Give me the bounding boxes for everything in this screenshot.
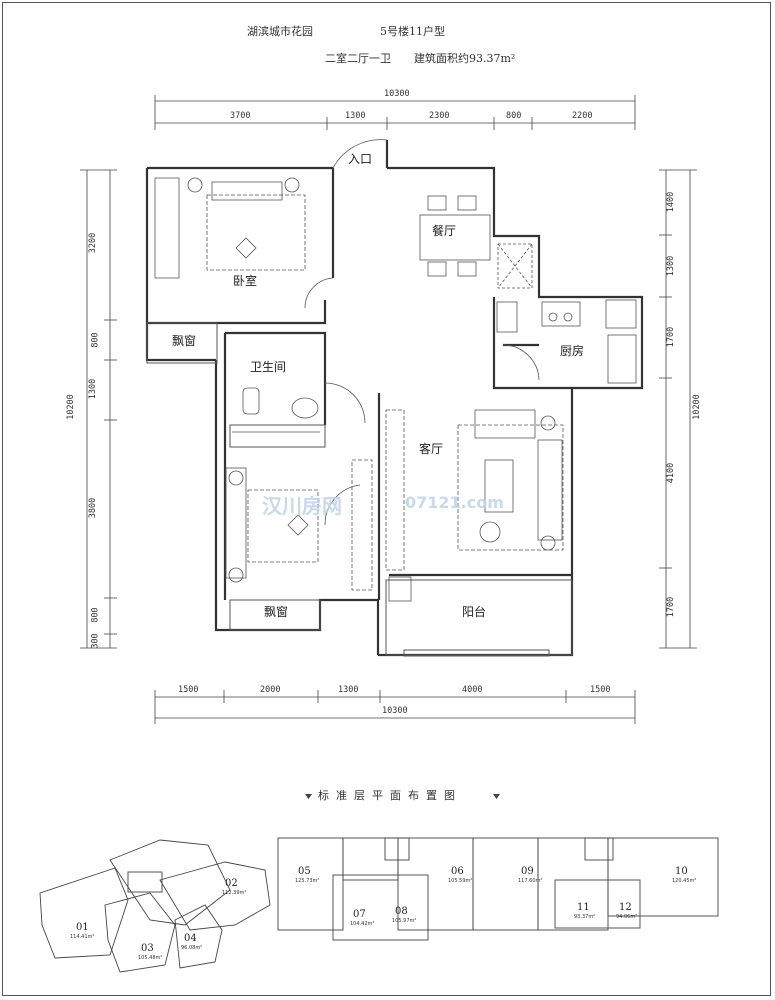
- room-dining: 餐厅: [432, 224, 457, 238]
- dining-table: [419, 195, 533, 289]
- unit-03: 03: [141, 943, 154, 954]
- dim-bottom-seg-5: 1500: [590, 685, 611, 695]
- watermark-text: 汉川房网: [262, 494, 342, 518]
- dimension-lines: [80, 95, 697, 724]
- unit-type: 5号楼11户型: [380, 25, 445, 38]
- unit-06: 06: [451, 866, 464, 877]
- unit-05-area: 125.73m²: [295, 878, 320, 884]
- dim-right-total: 10200: [691, 394, 702, 420]
- dim-top-seg-1: 3700: [230, 111, 251, 121]
- unit-11: 11: [577, 902, 590, 913]
- unit-10-area: 120.45m²: [672, 878, 697, 884]
- dim-right-seg-2: 1300: [666, 255, 677, 277]
- unit-01: 01: [76, 922, 89, 933]
- bathroom-fixtures: [232, 387, 320, 433]
- dim-right-seg-3: 1700: [666, 326, 677, 348]
- dim-left-seg-2: 800: [90, 332, 101, 348]
- unit-08-area: 105.97m²: [392, 918, 417, 924]
- walls-thin: [146, 322, 573, 657]
- room-bedroom-1: 卧室: [233, 274, 258, 288]
- doors: [304, 139, 540, 526]
- dim-left-total: 10200: [65, 394, 76, 420]
- living-room-furniture: [385, 409, 564, 602]
- dim-left-seg-4: 3800: [88, 497, 99, 519]
- dim-right-seg-5: 1700: [666, 596, 677, 618]
- watermark-url: 07121.com: [405, 493, 504, 512]
- unit-04-area: 96.08m²: [181, 945, 203, 951]
- dim-top-total: 10300: [384, 89, 410, 99]
- unit-07: 07: [353, 909, 366, 920]
- dim-bottom-seg-4: 4000: [462, 685, 483, 695]
- room-entrance: 入口: [348, 152, 373, 166]
- unit-02-area: 112.39m²: [222, 890, 247, 896]
- unit-08: 08: [395, 906, 408, 917]
- bedroom-1-furniture: [154, 177, 306, 279]
- room-living: 客厅: [419, 442, 444, 456]
- project-name: 湖滨城市花园: [247, 25, 313, 38]
- room-bathroom: 卫生间: [250, 360, 287, 374]
- dim-left-seg-1: 3200: [88, 232, 99, 254]
- dim-top-seg-3: 2300: [429, 111, 450, 121]
- dim-bottom-seg-2: 2000: [260, 685, 281, 695]
- dim-top-seg-5: 2200: [572, 111, 593, 121]
- dim-right-seg-1: 1400: [666, 191, 677, 213]
- unit-02: 02: [225, 878, 238, 889]
- room-balcony: 阳台: [462, 605, 487, 619]
- unit-05: 05: [298, 866, 311, 877]
- room-bay-window-2: 飘窗: [264, 605, 289, 619]
- unit-09: 09: [521, 866, 534, 877]
- unit-10: 10: [675, 866, 688, 877]
- walls: [145, 140, 644, 657]
- bedroom-2-furniture: [225, 459, 373, 591]
- site-plan-outline: [39, 837, 719, 973]
- room-bay-window-1: 飘窗: [172, 334, 197, 348]
- dim-bottom-total: 10300: [382, 706, 408, 716]
- dim-top-seg-2: 1300: [345, 111, 366, 121]
- unit-06-area: 105.59m²: [448, 878, 473, 884]
- unit-12-area: 94.06m²: [616, 914, 638, 920]
- floor-area: 建筑面积约93.37m²: [414, 52, 516, 65]
- unit-01-area: 114.41m²: [70, 934, 95, 940]
- caption-marker-right: [493, 794, 500, 799]
- dim-bottom-seg-1: 1500: [178, 685, 199, 695]
- dim-left-seg-3: 1300: [88, 378, 99, 400]
- unit-04: 04: [184, 933, 197, 944]
- dim-top-seg-4: 800: [506, 111, 522, 121]
- unit-03-area: 105.48m²: [138, 955, 163, 961]
- kitchen-fixtures: [496, 299, 637, 384]
- dim-left-seg-5: 800: [90, 607, 101, 623]
- unit-11-area: 93.37m²: [574, 914, 596, 920]
- unit-12: 12: [619, 902, 632, 913]
- unit-07-area: 104.42m²: [350, 921, 375, 927]
- site-plan-caption: 标准层平面布置图: [318, 789, 462, 802]
- room-kitchen: 厨房: [560, 344, 585, 358]
- dim-right-seg-4: 4100: [666, 462, 677, 484]
- caption-marker-left: [305, 794, 312, 799]
- unit-09-area: 117.60m²: [518, 878, 543, 884]
- layout-type: 二室二厅一卫: [325, 52, 391, 65]
- dim-bottom-seg-3: 1300: [338, 685, 359, 695]
- dim-left-seg-6: 300: [90, 633, 101, 649]
